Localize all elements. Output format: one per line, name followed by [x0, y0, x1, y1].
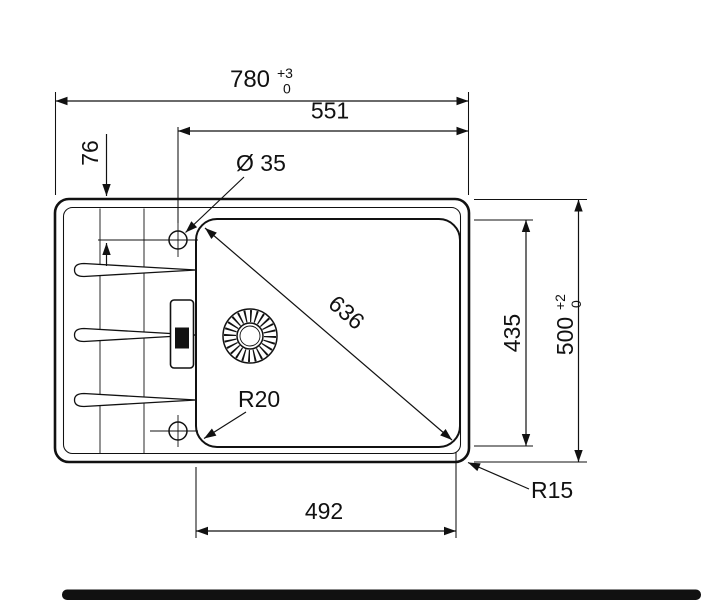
drainboard-groove [73, 327, 197, 343]
drain-inner-circle [236, 322, 264, 350]
dim-overall-width: 780 +3 0 [54, 65, 470, 195]
tap-hole-circle [168, 421, 188, 441]
dim-label-group: 500 +2 0 [552, 294, 584, 355]
dim-label-group: 435 [499, 314, 525, 352]
dim-tap-hole-diameter: Ø 35 [185, 150, 286, 233]
dim-label-group: 76 [77, 140, 103, 166]
leader-line [467, 461, 530, 490]
tap-hole-top [98, 222, 198, 257]
dim-tolerance-plus: +2 [552, 294, 568, 310]
dim-label-492: 492 [305, 498, 343, 524]
tap-hole-bottom [150, 415, 198, 447]
dim-bowl-width: 492 [195, 452, 457, 538]
dim-label-r20: R20 [238, 386, 280, 412]
dim-label-76: 76 [77, 140, 103, 166]
footer-bar [62, 589, 701, 600]
dim-tolerance-minus: 0 [568, 300, 584, 308]
leader-line [203, 411, 247, 440]
leader-line [185, 176, 245, 233]
drain-spokes [224, 310, 276, 362]
dim-label-group: 636 [324, 290, 370, 335]
dim-label-435: 435 [499, 314, 525, 352]
dim-overall-depth: 500 +2 0 [474, 198, 587, 463]
dim-label-551: 551 [311, 98, 349, 124]
drain-center-circle [239, 325, 261, 347]
sink-outer-edge [53, 197, 471, 464]
dim-tolerance-plus: +3 [277, 65, 293, 81]
dim-bowl-length: 435 [474, 219, 533, 447]
dim-label-r15: R15 [531, 477, 573, 503]
drainboard [73, 208, 197, 453]
overflow-slot [175, 327, 189, 349]
dim-label-780: 780 [230, 66, 270, 93]
dim-label-636: 636 [324, 290, 370, 335]
drainboard-groove [73, 262, 197, 278]
dim-tap-offset: 76 [77, 134, 111, 266]
dim-outer-corner-radius: R15 [467, 461, 573, 503]
drainboard-groove [73, 392, 197, 408]
tap-hole-circle [168, 230, 188, 250]
dimension-line [204, 227, 453, 441]
bowl-outline [195, 218, 461, 448]
dim-bowl-corner-radius: R20 [203, 386, 280, 440]
drain-strainer [222, 308, 278, 364]
dim-label-500: 500 [552, 317, 578, 355]
dim-tolerance-minus: 0 [283, 81, 291, 97]
overflow-box [169, 299, 195, 369]
dim-tap-to-edge: 551 [177, 98, 469, 223]
dim-label-dia-35: Ø 35 [236, 150, 286, 176]
